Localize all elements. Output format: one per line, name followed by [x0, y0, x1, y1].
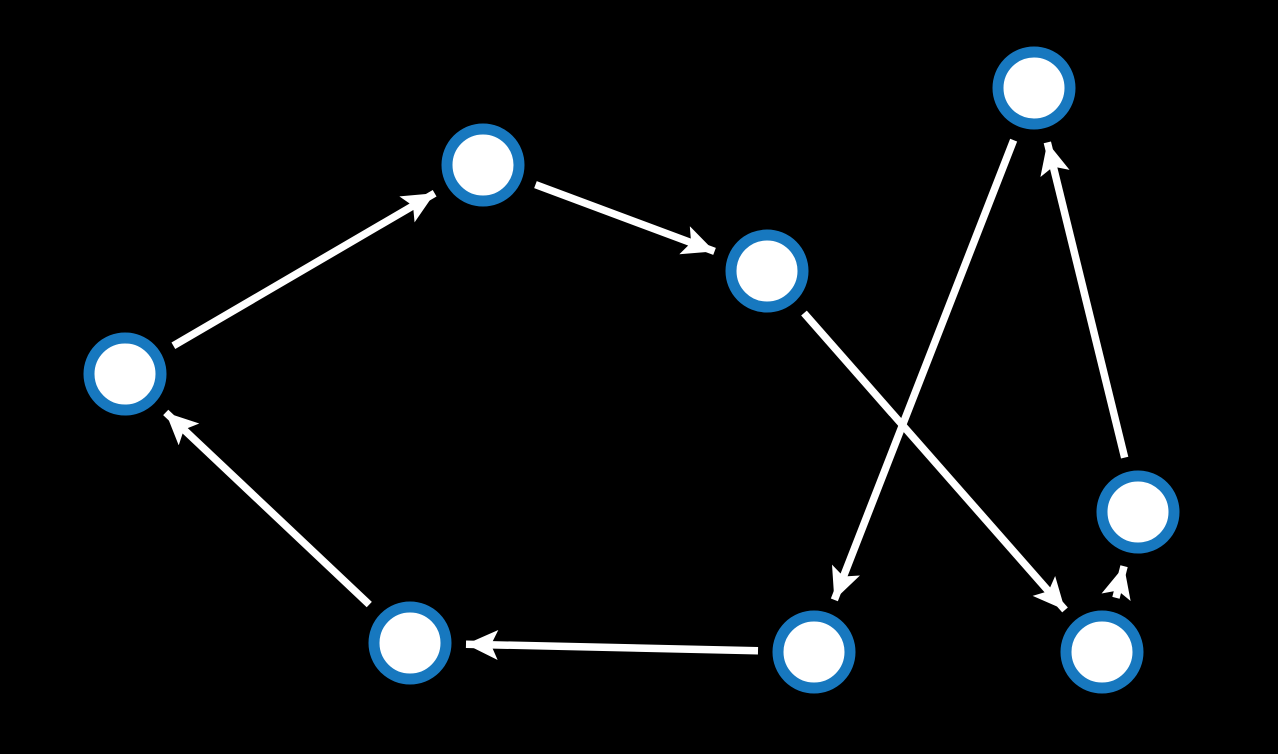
edge-arrow-n7-to-n5: [1101, 565, 1131, 601]
edge-arrow-n3-to-n7: [801, 310, 1068, 613]
edge-arrow-n4-to-n2: [171, 189, 437, 350]
edge-arrow-n8-to-n4: [163, 409, 372, 608]
node-left: [83, 332, 167, 416]
node-top-right: [992, 46, 1076, 130]
node-upper-middle: [441, 123, 525, 207]
node-right: [1096, 470, 1180, 554]
edge-arrow-n5-to-n1: [1040, 141, 1129, 459]
node-bottom-left: [368, 601, 452, 685]
edge-arrow-n1-to-n6: [830, 138, 1018, 602]
node-middle: [725, 229, 809, 313]
node-bottom-right: [1060, 610, 1144, 694]
edge-arrow-n6-to-n8: [465, 629, 759, 660]
node-bottom-middle: [772, 610, 856, 694]
edge-arrow-n2-to-n3: [534, 181, 716, 255]
